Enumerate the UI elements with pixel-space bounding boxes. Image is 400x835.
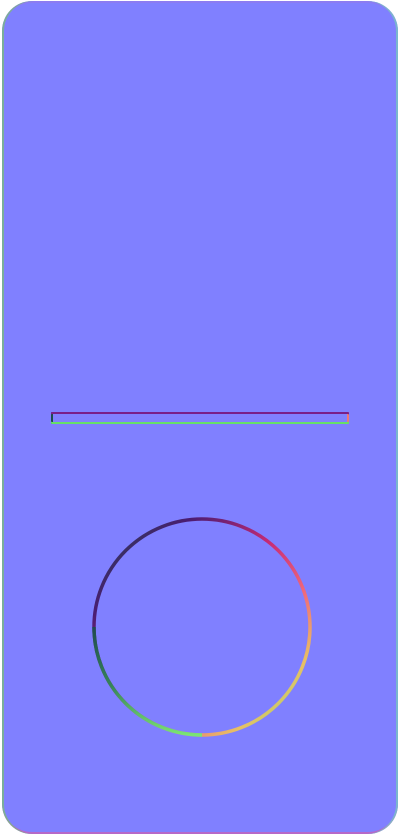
circular-ring bbox=[90, 515, 314, 739]
ring-graphic bbox=[92, 517, 312, 737]
ring-lower-left-arc bbox=[92, 626, 203, 737]
ring-label bbox=[90, 739, 91, 740]
horizontal-slot-label bbox=[51, 412, 52, 413]
device-title bbox=[2, 1, 3, 2]
horizontal-slot bbox=[51, 412, 349, 424]
